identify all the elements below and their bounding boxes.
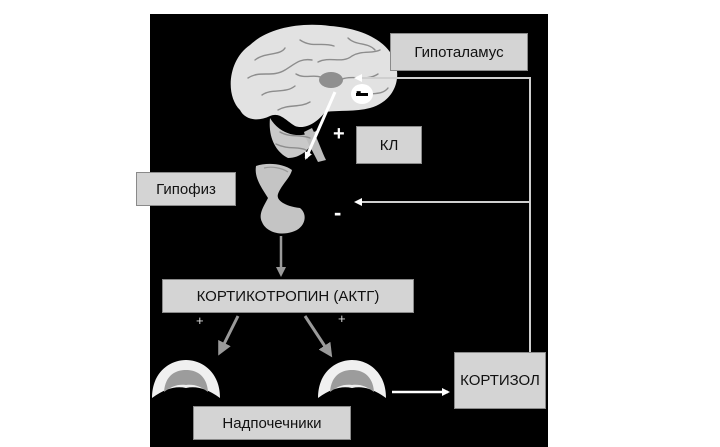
arrow-acth-to-right-adrenal — [303, 315, 333, 358]
sign-hypothalamus-feedback: - — [356, 83, 362, 100]
feedback-line-main — [354, 74, 531, 352]
arrow-hypothalamus-to-pituitary — [304, 91, 337, 160]
minus-badge-bar — [356, 93, 368, 96]
label-hypothalamus: Гипоталамус — [390, 33, 528, 71]
hypothalamus-spot — [319, 72, 343, 88]
sign-pituitary-feedback: - — [334, 200, 342, 225]
label-pituitary: Гипофиз — [136, 172, 236, 206]
sign-crh-stimulation: + — [333, 123, 345, 145]
label-cortisol: КОРТИЗОЛ — [454, 352, 546, 409]
adrenal-gland-right — [318, 360, 386, 398]
sign-acth-right: + — [338, 311, 346, 326]
label-crh: КЛ — [356, 126, 422, 164]
label-acth: КОРТИКОТРОПИН (АКТГ) — [162, 279, 414, 313]
label-adrenals: Надпочечники — [193, 406, 351, 440]
arrow-acth-to-left-adrenal — [218, 315, 240, 356]
pituitary-illustration — [255, 163, 305, 234]
adrenal-gland-left — [152, 360, 220, 398]
sign-acth-left: + — [196, 313, 204, 328]
